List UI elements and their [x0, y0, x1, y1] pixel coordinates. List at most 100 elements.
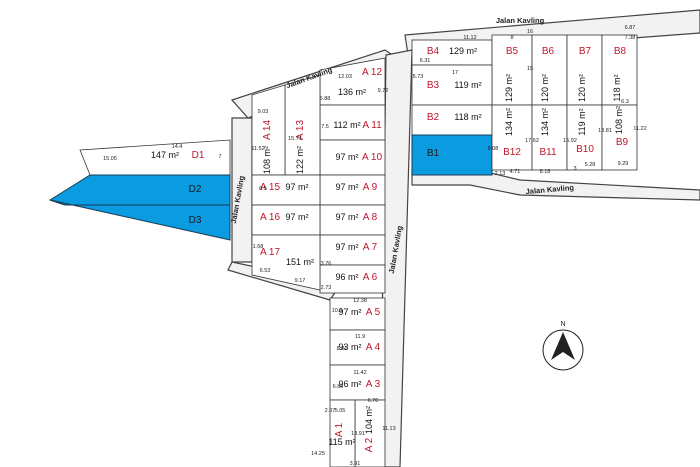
- lot-label-b4: B4: [427, 46, 440, 57]
- lot-label-b9: B9: [616, 137, 629, 148]
- lot-area-a14: 108 m²: [262, 146, 272, 174]
- lot-a6[interactable]: [319, 264, 386, 294]
- lot-label-a17: A 17: [260, 247, 280, 258]
- dimension-label: 8.08: [488, 146, 499, 152]
- lot-area-a2: 104 m²: [364, 406, 374, 434]
- lot-label-a12: A 12: [362, 67, 382, 78]
- lot-area-a9: 97 m²: [335, 182, 358, 192]
- dimension-label: 8.18: [540, 169, 551, 175]
- dimension-label: 6.70: [368, 398, 379, 404]
- dimension-label: 10.9: [332, 308, 343, 314]
- lot-area-a3: 96 m²: [338, 379, 361, 389]
- dimension-label: 9.72: [378, 88, 389, 94]
- lot-area-b6: 120 m²: [540, 74, 550, 102]
- dimension-label: 15: [527, 66, 533, 72]
- dimension-label: 3.91: [350, 461, 361, 467]
- lot-label-b3: B3: [427, 80, 440, 91]
- lot-label-d2: D2: [189, 184, 202, 195]
- lot-b10[interactable]: [566, 104, 603, 171]
- lot-area-b2: 118 m²: [454, 112, 481, 122]
- lot-area-a6: 96 m²: [335, 272, 358, 282]
- lot-area-a11: 112 m²: [333, 120, 360, 130]
- lot-a15[interactable]: [251, 174, 321, 206]
- block-b: [411, 34, 638, 176]
- lot-area-a7: 97 m²: [335, 242, 358, 252]
- lot-label-a13: A 13: [295, 120, 306, 140]
- lot-label-d3: D3: [189, 215, 202, 226]
- lot-a1[interactable]: [329, 399, 356, 467]
- dimension-label: 16: [527, 29, 533, 35]
- dimension-label: 11.9: [355, 334, 365, 340]
- lot-area-a16: 97 m²: [285, 212, 308, 222]
- lot-label-a4: A 4: [366, 342, 381, 353]
- dimension-label: 6.3: [621, 99, 629, 105]
- lot-area-b9: 108 m²: [614, 106, 624, 134]
- lot-a3[interactable]: [329, 364, 386, 401]
- dimension-label: 7.38: [625, 35, 636, 41]
- lot-d2[interactable]: [48, 174, 231, 206]
- lot-area-b4: 129 m²: [449, 46, 477, 56]
- dimension-label: 11.13: [382, 426, 395, 432]
- lot-area-a4: 93 m²: [338, 342, 361, 352]
- dimension-label: 17: [452, 70, 458, 76]
- lot-a5[interactable]: [329, 297, 386, 331]
- lot-label-a16: A 16: [260, 212, 280, 223]
- dimension-label: 11.12: [463, 35, 476, 41]
- road-name-label: Jalan Kavling: [525, 183, 574, 196]
- dimension-label: 14.4: [172, 144, 183, 150]
- lot-area-a1: 115 m²: [328, 437, 355, 447]
- dimension-label: 6.87: [625, 25, 636, 31]
- dimension-label: 7: [218, 154, 221, 160]
- lot-label-a14: A 14: [262, 120, 273, 140]
- lot-a9[interactable]: [319, 174, 386, 206]
- dimension-label: 1.68: [253, 244, 264, 250]
- dimension-label: 12.03: [338, 74, 352, 80]
- lot-label-b11: B11: [539, 147, 556, 158]
- dimension-label: 11.22: [633, 126, 646, 132]
- lot-b11[interactable]: [531, 104, 568, 171]
- lot-a17[interactable]: [251, 234, 321, 291]
- dimension-label: 4.71: [510, 169, 521, 175]
- dimension-label: 6.5: [259, 186, 267, 192]
- lot-label-b12: B12: [503, 147, 521, 158]
- dimension-label: 5.28: [585, 162, 596, 168]
- lot-area-d1: 147 m²: [151, 150, 179, 160]
- lot-b6[interactable]: [531, 34, 568, 106]
- block-a: [251, 57, 386, 467]
- lot-b7[interactable]: [566, 34, 603, 106]
- lot-label-b8: B8: [614, 46, 627, 57]
- lot-b4[interactable]: [411, 39, 493, 66]
- lot-label-b1: B1: [427, 148, 440, 159]
- lot-a11[interactable]: [319, 104, 386, 141]
- dimension-label: 17.62: [525, 138, 539, 144]
- lot-label-a11: A 11: [362, 120, 382, 131]
- lot-b5[interactable]: [491, 34, 533, 106]
- dimension-label: 12.38: [353, 298, 367, 304]
- lot-a8[interactable]: [319, 204, 386, 236]
- lot-area-a8: 97 m²: [335, 212, 358, 222]
- lot-area-a12: 136 m²: [338, 87, 366, 97]
- dimension-label: 5.73: [413, 74, 424, 80]
- dimension-label: 9.03: [258, 109, 269, 115]
- lot-label-a5: A 5: [366, 307, 381, 318]
- dimension-label: 3.76: [321, 261, 332, 267]
- lot-b9[interactable]: [601, 104, 638, 171]
- lot-a4[interactable]: [329, 329, 386, 366]
- lot-b2[interactable]: [411, 104, 493, 136]
- lot-a10[interactable]: [319, 139, 386, 176]
- dimension-label: 13.91: [351, 431, 365, 437]
- lot-label-a7: A 7: [363, 242, 378, 253]
- lot-b1[interactable]: [411, 134, 493, 176]
- lot-label-a1: A 1: [334, 422, 345, 437]
- lot-a7[interactable]: [319, 234, 386, 266]
- lot-d3[interactable]: [49, 199, 231, 241]
- lot-label-a10: A 10: [362, 152, 382, 163]
- lot-label-b7: B7: [579, 46, 592, 57]
- lot-label-d1: D1: [192, 150, 205, 161]
- dimension-label: 2.07: [325, 408, 336, 414]
- lot-area-a15: 97 m²: [285, 182, 308, 192]
- dimension-label: 6.53: [260, 268, 271, 274]
